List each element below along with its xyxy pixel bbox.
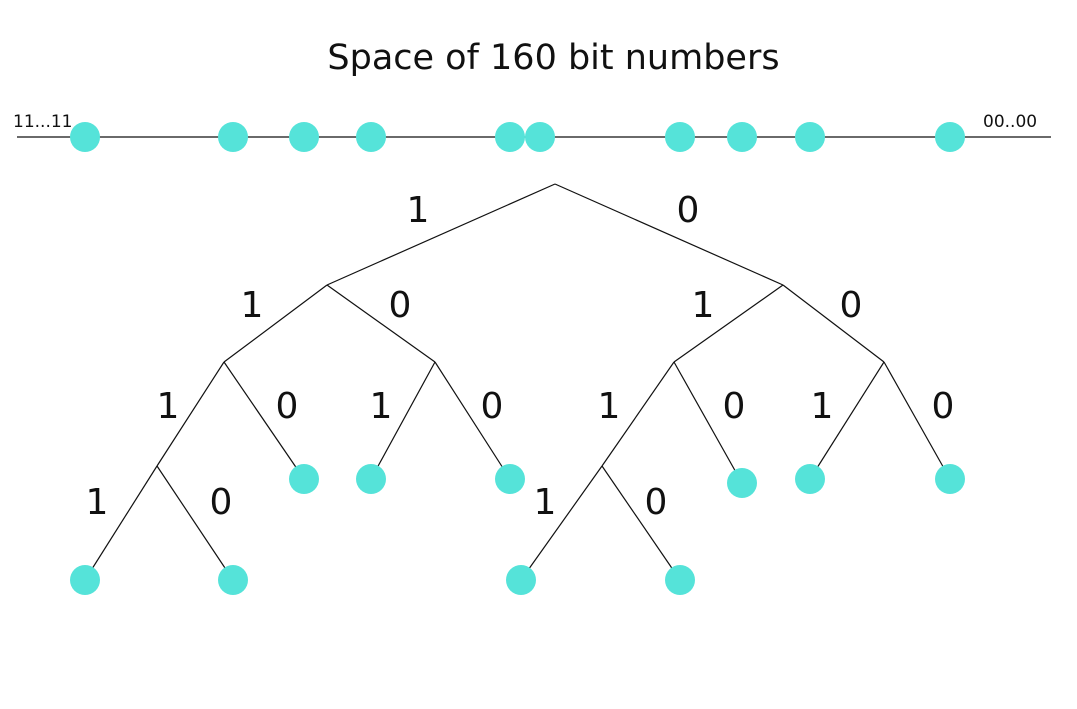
tree-leaf-node-1	[289, 464, 319, 494]
bit-label-one-13: 1	[811, 386, 834, 427]
bit-label-one-1: 1	[407, 190, 430, 231]
tree-leaf-node-4	[727, 468, 757, 498]
bit-label-one-7: 1	[157, 386, 180, 427]
line-node-9	[795, 122, 825, 152]
tree-leaf-node-3	[495, 464, 525, 494]
tree-edge-13	[809, 361, 885, 480]
bit-label-zero-18: 0	[645, 482, 668, 523]
tree-edge-17	[520, 465, 603, 581]
tree-leaf-node-9	[506, 565, 536, 595]
line-node-10	[935, 122, 965, 152]
bit-label-zero-6: 0	[840, 285, 863, 326]
tree-edge-6	[782, 284, 885, 363]
tree-leaf-node-10	[665, 565, 695, 595]
bit-label-zero-2: 0	[677, 190, 700, 231]
tree-edge-7	[156, 361, 225, 467]
tree-leaf-node-7	[70, 565, 100, 595]
bit-label-one-9: 1	[370, 386, 393, 427]
line-node-6	[525, 122, 555, 152]
tree-edge-14	[883, 361, 951, 480]
line-label-right: 00..00	[983, 112, 1038, 132]
diagram-title: Space of 160 bit numbers	[327, 38, 780, 78]
tree-leaf-node-6	[935, 464, 965, 494]
tree-edge-3	[223, 284, 328, 363]
bit-label-zero-10: 0	[481, 386, 504, 427]
line-node-4	[356, 122, 386, 152]
bit-label-one-11: 1	[598, 386, 621, 427]
line-node-1	[70, 122, 100, 152]
bit-label-one-3: 1	[241, 285, 264, 326]
line-node-8	[727, 122, 757, 152]
bit-label-zero-12: 0	[723, 386, 746, 427]
bit-label-one-5: 1	[692, 285, 715, 326]
line-node-2	[218, 122, 248, 152]
line-node-7	[665, 122, 695, 152]
tree-edge-2	[554, 183, 784, 286]
bit-label-one-15: 1	[86, 482, 109, 523]
tree-edge-12	[673, 361, 743, 484]
bit-label-one-17: 1	[534, 482, 557, 523]
tree-edge-5	[673, 284, 784, 363]
bit-label-zero-4: 0	[389, 285, 412, 326]
tree-edge-15	[84, 465, 158, 581]
tree-edge-1	[326, 183, 556, 286]
tree-edge-11	[601, 361, 675, 467]
line-node-3	[289, 122, 319, 152]
tree-edge-4	[326, 284, 436, 363]
bit-label-zero-8: 0	[276, 386, 299, 427]
bit-label-zero-16: 0	[210, 482, 233, 523]
tree-edge-9	[370, 361, 436, 480]
line-node-5	[495, 122, 525, 152]
bit-label-zero-14: 0	[932, 386, 955, 427]
tree-edge-10	[434, 361, 511, 480]
tree-edge-8	[223, 361, 305, 480]
tree-edge-18	[601, 465, 681, 581]
line-label-left: 11...11	[13, 112, 73, 132]
tree-leaf-node-5	[795, 464, 825, 494]
tree-edge-16	[156, 465, 234, 581]
tree-leaf-node-8	[218, 565, 248, 595]
tree-leaf-node-2	[356, 464, 386, 494]
